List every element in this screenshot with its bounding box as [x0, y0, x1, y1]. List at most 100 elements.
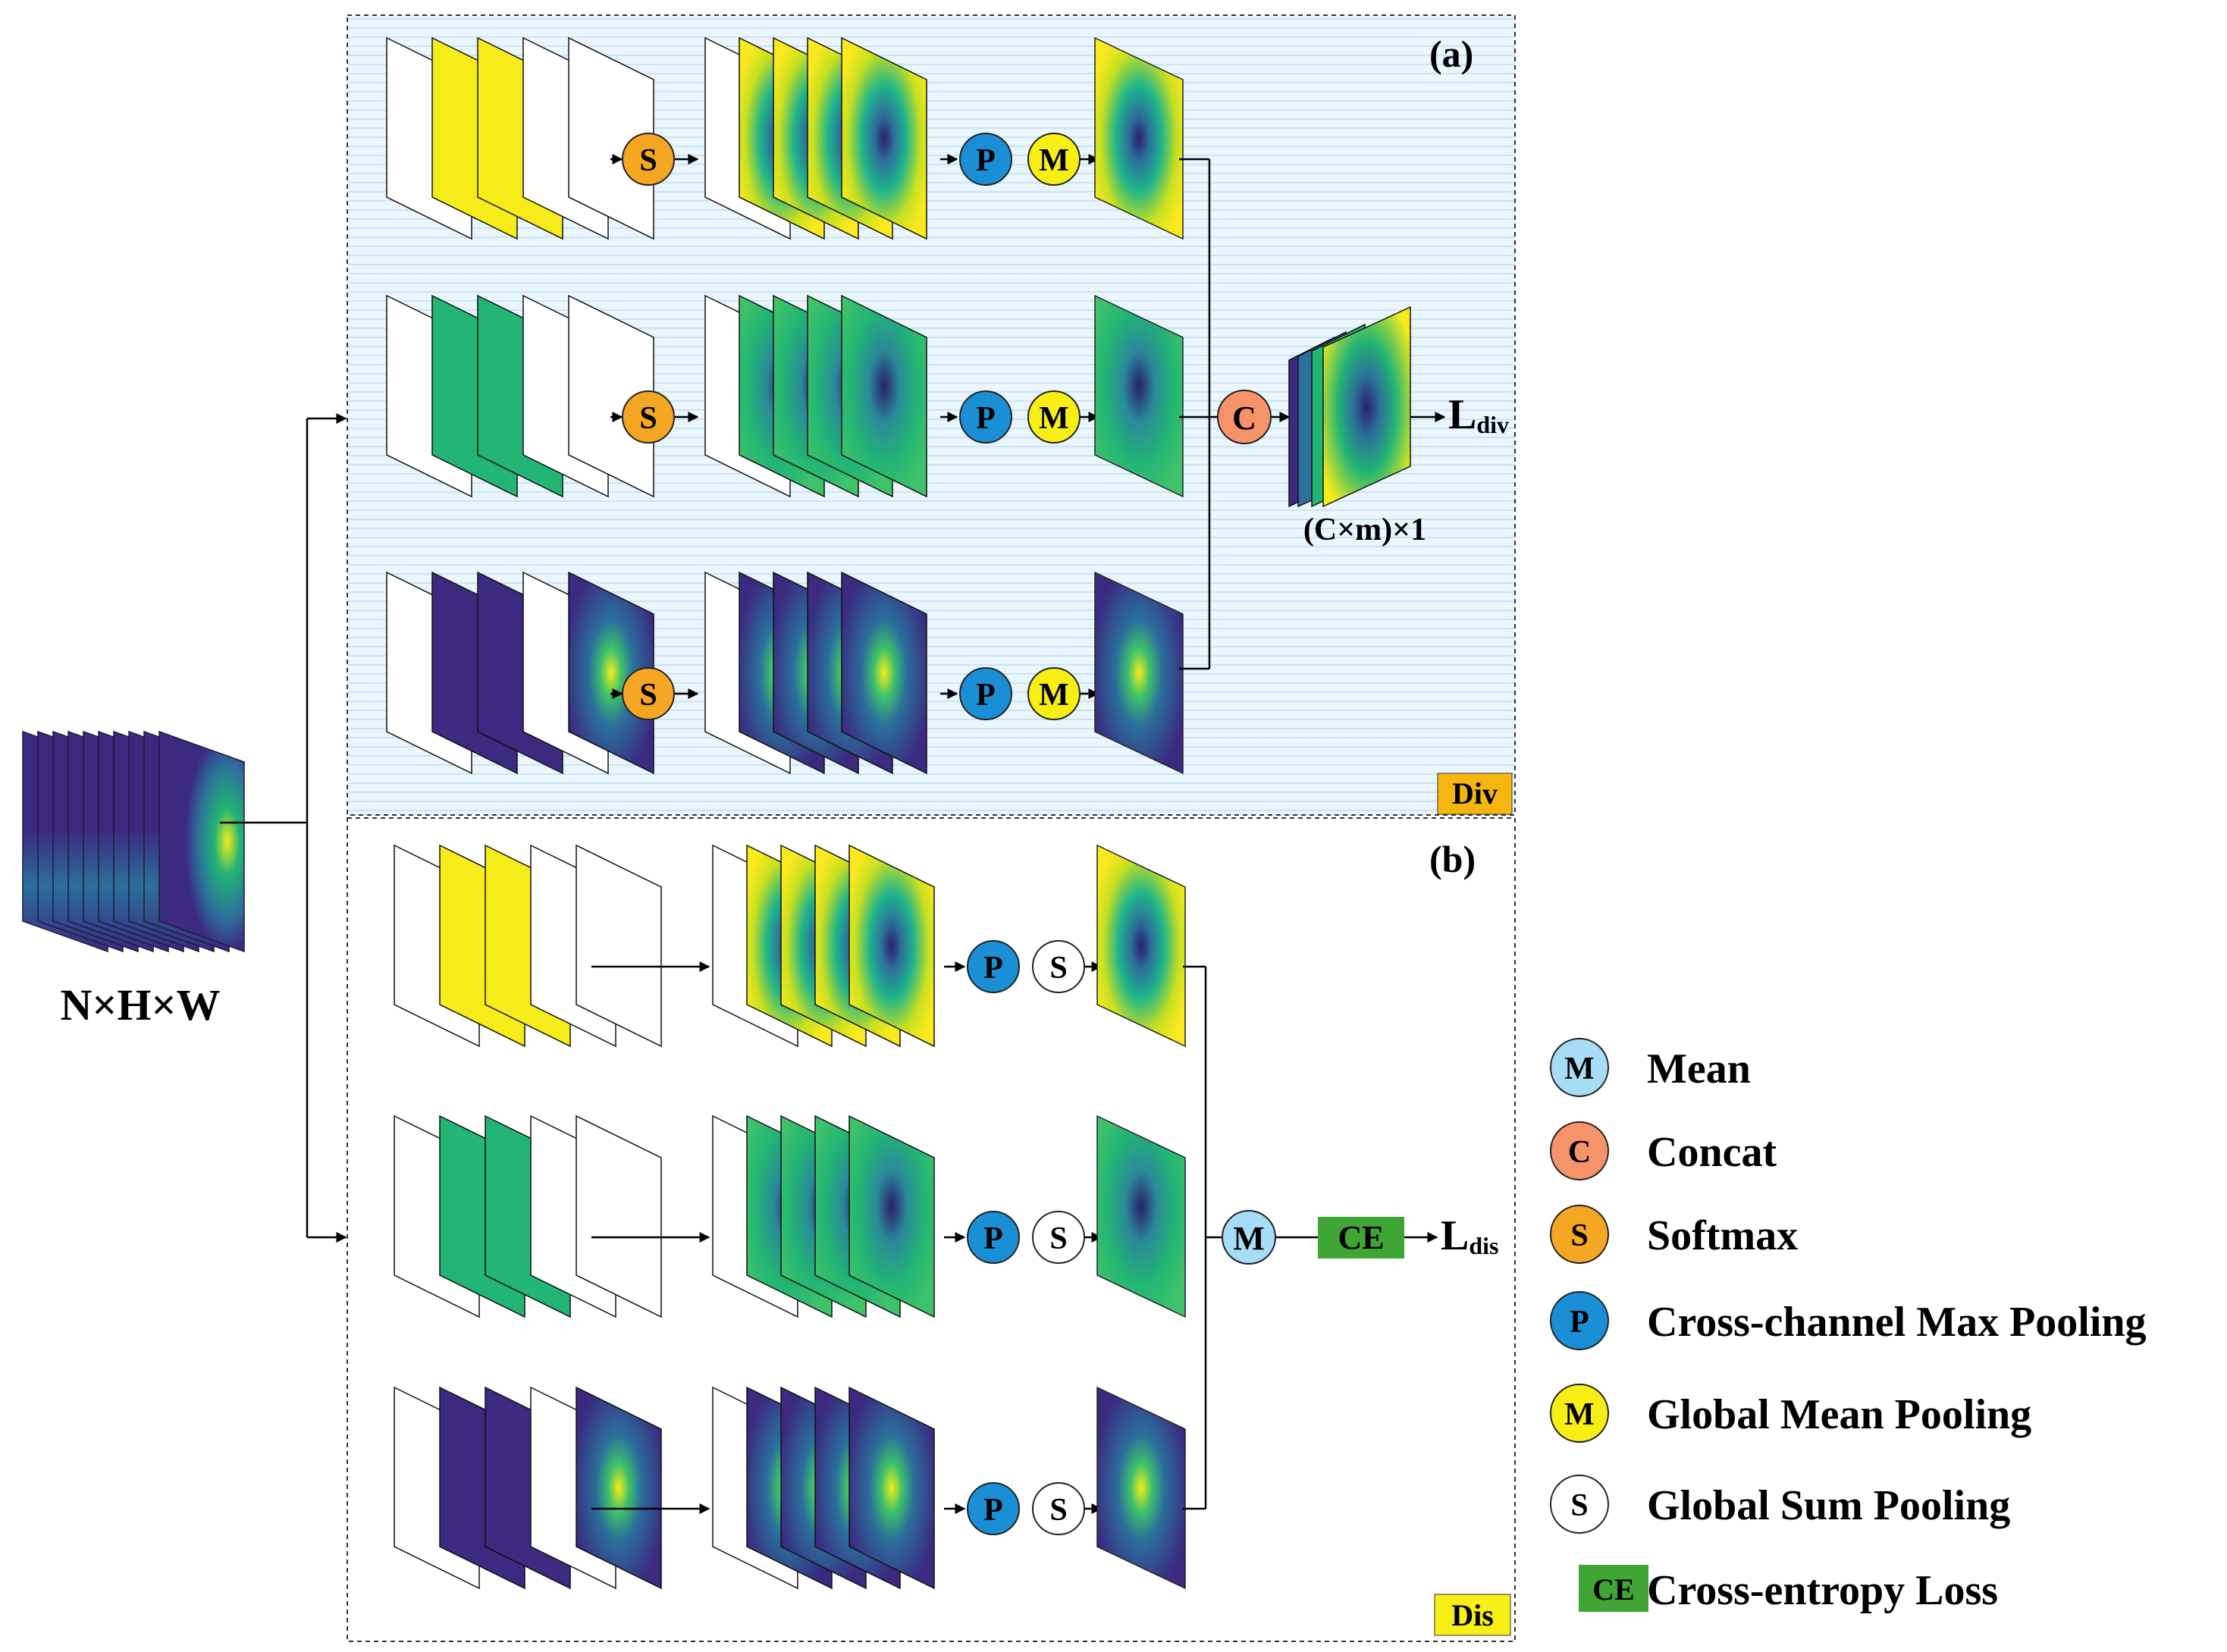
normalized-map — [841, 294, 927, 498]
row-b3-input-maps — [394, 1386, 662, 1590]
input-feature-stack: N×H×W — [22, 730, 245, 1030]
row-a3-input-maps — [386, 571, 654, 775]
legend-symbol: CE — [1592, 1572, 1635, 1607]
mean-node-label: M — [1233, 1220, 1265, 1257]
softmax-node: S — [622, 133, 675, 186]
legend-swatch — [1550, 1121, 1609, 1180]
input-branch-connectors — [220, 413, 347, 1243]
legend-swatch — [1550, 1384, 1609, 1443]
legend-swatch — [1550, 1038, 1609, 1097]
row-b3-pooled-map — [1096, 1386, 1186, 1590]
row-a1-normalized-maps — [704, 36, 927, 240]
feature-map — [576, 844, 662, 1048]
normalized-map — [848, 1386, 935, 1590]
svg-text:S: S — [1049, 1493, 1067, 1528]
div-tag-label: Div — [1452, 776, 1498, 810]
svg-text:S: S — [639, 143, 657, 178]
svg-text:M: M — [1039, 143, 1069, 178]
l-div-symbol: L — [1448, 391, 1476, 438]
feature-map — [576, 1386, 662, 1590]
svg-text:M: M — [1039, 678, 1069, 713]
legend-symbol: C — [1568, 1135, 1591, 1170]
svg-text:P: P — [976, 143, 996, 178]
row-a3-pooled-map — [1094, 571, 1184, 775]
dis-tag-label: Dis — [1451, 1598, 1494, 1632]
legend-label: Cross-entropy Loss — [1647, 1567, 1998, 1614]
legend-item: S Softmax — [1550, 1205, 1798, 1264]
legend-symbol: M — [1564, 1052, 1595, 1086]
legend-swatch — [1550, 1205, 1609, 1264]
softmax-node: S — [622, 390, 675, 444]
svg-text:P: P — [983, 1221, 1003, 1256]
row-b3-normalized-maps — [712, 1386, 935, 1590]
max-pool-node: P — [959, 667, 1012, 720]
feature-map — [576, 1114, 662, 1318]
legend-symbol: S — [1570, 1488, 1588, 1523]
max-pool-node: P — [967, 1211, 1020, 1264]
concat-node-label: C — [1232, 400, 1256, 437]
max-pool-node: P — [967, 1482, 1020, 1535]
ce-loss-box: CE — [1318, 1217, 1404, 1259]
svg-text:M: M — [1039, 401, 1069, 436]
input-front-map — [158, 730, 245, 953]
panel-a-label: (a) — [1429, 33, 1473, 75]
feature-map — [568, 294, 654, 498]
row-b1-pooled-map — [1096, 844, 1186, 1048]
normalized-map — [841, 36, 927, 240]
input-caption: N×H×W — [60, 980, 220, 1030]
legend-item: C Concat — [1550, 1121, 1777, 1180]
concat-caption: (C×m)×1 — [1303, 513, 1426, 547]
feature-map — [568, 571, 654, 775]
svg-text:S: S — [1049, 951, 1067, 986]
max-pool-node: P — [959, 390, 1012, 444]
row-b2-input-maps — [394, 1114, 662, 1318]
l-div-output: Ldiv — [1448, 391, 1509, 438]
l-dis-symbol: L — [1441, 1212, 1469, 1259]
row-b1-input-maps — [394, 844, 662, 1048]
mean-pool-node: M — [1027, 133, 1081, 186]
svg-text:P: P — [983, 1493, 1003, 1528]
legend-item: S Global Sum Pooling — [1550, 1475, 2010, 1534]
legend-label: Concat — [1647, 1129, 1777, 1176]
mean-pool-node: M — [1027, 390, 1081, 444]
concat-output-stack: (C×m)×1 — [1288, 306, 1426, 547]
sum-pool-node: S — [1032, 940, 1085, 993]
legend-ce-swatch — [1579, 1565, 1648, 1612]
row-a1-pooled-map — [1094, 36, 1184, 240]
l-div-subscript: div — [1476, 411, 1509, 438]
row-a2-normalized-maps — [704, 294, 927, 498]
sum-pool-node: S — [1032, 1482, 1085, 1535]
row-b1-normalized-maps — [712, 844, 935, 1048]
legend-label: Global Sum Pooling — [1647, 1482, 2010, 1529]
svg-text:S: S — [1049, 1221, 1067, 1256]
svg-text:S: S — [639, 678, 657, 713]
div-merge-lines — [1179, 158, 1446, 670]
legend-item: CE Cross-entropy Loss — [1579, 1565, 1998, 1614]
concat-node: C — [1217, 390, 1272, 444]
legend-symbol: S — [1570, 1218, 1588, 1253]
svg-text:S: S — [639, 401, 657, 436]
legend-symbol: M — [1564, 1397, 1595, 1432]
legend-label: Softmax — [1647, 1212, 1798, 1259]
normalized-map — [848, 844, 935, 1048]
row-a2-pooled-map — [1094, 294, 1184, 498]
legend-swatch — [1550, 1291, 1609, 1350]
mean-pool-node: M — [1027, 667, 1081, 720]
legend-swatch — [1550, 1475, 1609, 1534]
panel-b-label: (b) — [1429, 838, 1476, 880]
svg-text:P: P — [983, 951, 1003, 986]
ce-box-label: CE — [1338, 1219, 1384, 1256]
svg-text:P: P — [976, 401, 996, 436]
row-a2-input-maps — [386, 294, 654, 498]
l-dis-output: Ldis — [1441, 1212, 1499, 1259]
l-dis-subscript: dis — [1469, 1232, 1498, 1259]
softmax-node: S — [622, 667, 675, 720]
max-pool-node: P — [967, 940, 1020, 993]
feature-map — [568, 36, 654, 240]
div-tag-box — [1437, 773, 1513, 815]
row-a1-input-maps — [386, 36, 654, 240]
dis-tag-box — [1434, 1594, 1511, 1636]
